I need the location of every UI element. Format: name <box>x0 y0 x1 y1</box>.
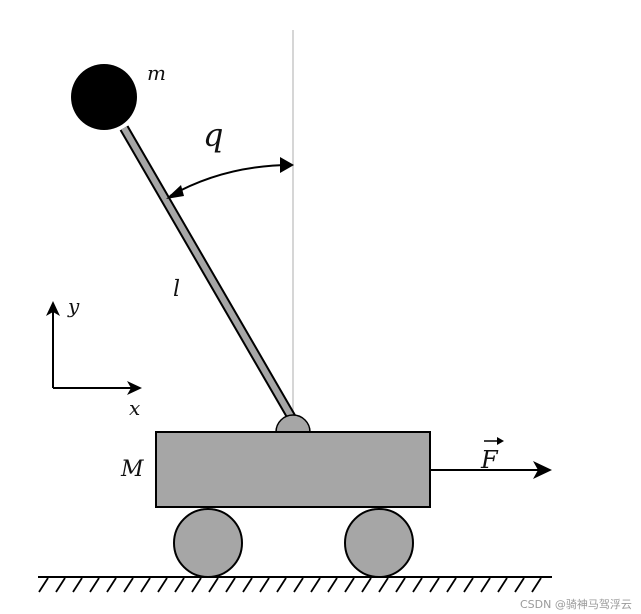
ground-hatch-mark <box>259 577 270 593</box>
left-wheel <box>173 508 243 578</box>
force-arrowhead <box>533 461 552 479</box>
pendulum-bob <box>71 64 137 130</box>
ground-hatch-mark <box>463 577 474 593</box>
ground-hatch-mark <box>140 577 151 593</box>
ground-hatch-mark <box>395 577 406 593</box>
ground-hatch-mark <box>497 577 508 593</box>
ground-hatch-mark <box>429 577 440 593</box>
ground-hatch-mark <box>38 577 49 593</box>
angle-arrowhead-right <box>280 157 294 173</box>
ground-hatch-mark <box>378 577 389 593</box>
length-label: l <box>173 277 180 302</box>
cart-body <box>155 431 431 508</box>
ground-hatch-mark <box>72 577 83 593</box>
axis-y-label: y <box>67 294 80 318</box>
cart-mass-label: M <box>120 457 144 482</box>
ground-hatch-mark <box>446 577 457 593</box>
ground-hatch-mark <box>208 577 219 593</box>
ground-hatch-mark <box>225 577 236 593</box>
axis-x-arrowhead <box>127 381 142 395</box>
mass-label: m <box>147 61 166 85</box>
ground-hatch-mark <box>242 577 253 593</box>
ground-hatch-mark <box>310 577 321 593</box>
angle-label: q <box>203 116 223 154</box>
right-wheel <box>344 508 414 578</box>
ground-hatch-mark <box>412 577 423 593</box>
ground-hatch-mark <box>531 577 542 593</box>
ground-hatch-mark <box>361 577 372 593</box>
angle-arrowhead-left <box>166 185 184 199</box>
pivot-joint <box>275 414 311 433</box>
angle-arc <box>169 164 293 197</box>
pendulum-rod <box>121 126 295 420</box>
ground-hatch-mark <box>55 577 66 593</box>
ground-hatch-mark <box>157 577 168 593</box>
ground-hatching <box>38 577 542 593</box>
force-label: F <box>480 446 499 474</box>
ground-hatch-mark <box>174 577 185 593</box>
ground-hatch-mark <box>276 577 287 593</box>
ground-hatch-mark <box>344 577 355 593</box>
ground-hatch-mark <box>89 577 100 593</box>
ground-hatch-mark <box>106 577 117 593</box>
axis-y-arrowhead <box>46 301 60 316</box>
ground-hatch-mark <box>514 577 525 593</box>
ground-hatch-mark <box>293 577 304 593</box>
watermark: CSDN @骑神马驾浮云 <box>520 597 632 611</box>
ground-hatch-mark <box>327 577 338 593</box>
ground-hatch-mark <box>191 577 202 593</box>
ground-hatch-mark <box>480 577 491 593</box>
force-vector-bar-head <box>497 437 504 445</box>
ground-hatch-mark <box>123 577 134 593</box>
axis-x-label: x <box>129 396 140 420</box>
